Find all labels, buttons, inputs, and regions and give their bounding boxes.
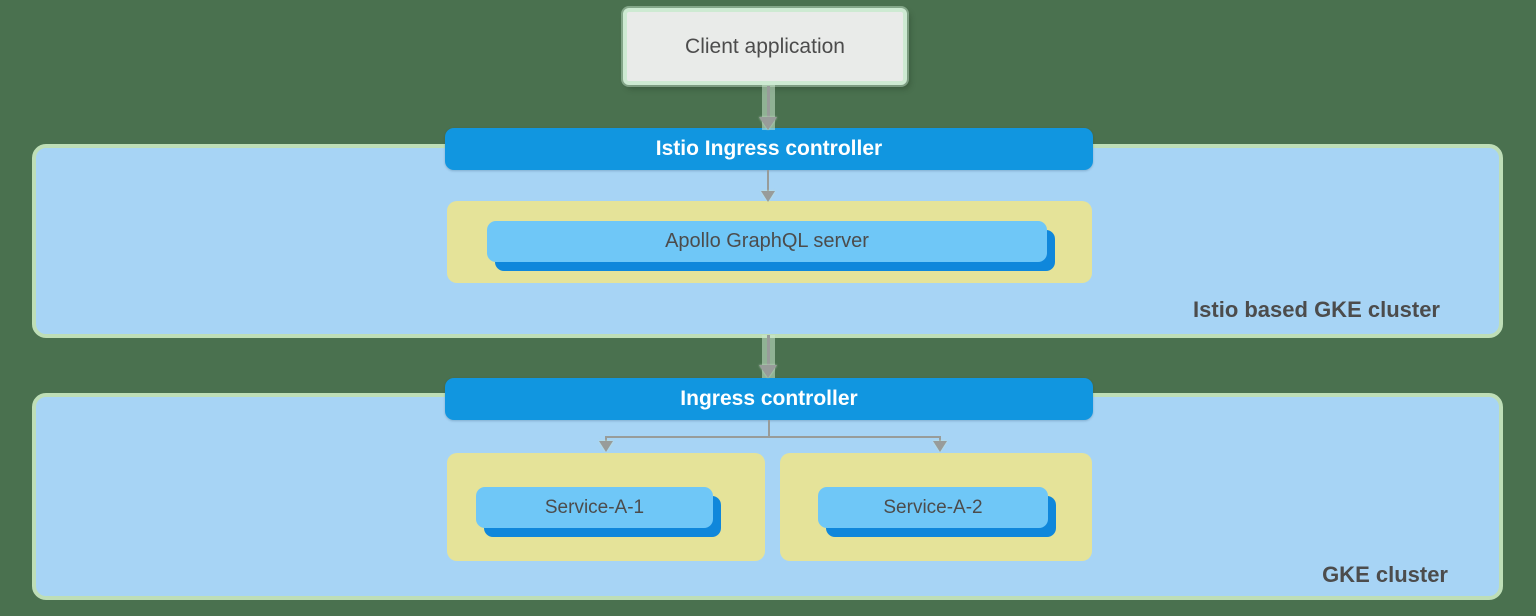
arrow-down-icon bbox=[759, 365, 777, 378]
ingress-controller-banner: Ingress controller bbox=[445, 378, 1093, 420]
arrow-down-icon bbox=[599, 441, 613, 452]
branch-left-drop bbox=[605, 436, 607, 442]
service-a-1-label: Service-A-1 bbox=[544, 496, 645, 518]
client-application-box: Client application bbox=[623, 8, 907, 85]
service-a-2-label: Service-A-2 bbox=[883, 496, 983, 518]
ingress-controller-label: Ingress controller bbox=[680, 387, 858, 410]
branch-right-drop bbox=[939, 436, 941, 442]
apollo-graphql-server-label: Apollo GraphQL server bbox=[665, 230, 869, 252]
service-a-2-box: Service-A-2 bbox=[818, 487, 1048, 528]
arrow-istio-to-apollo-shaft bbox=[767, 170, 769, 192]
istio-ingress-controller-banner: Istio Ingress controller bbox=[445, 128, 1093, 170]
service-a-1-box: Service-A-1 bbox=[476, 487, 713, 528]
client-application-label: Client application bbox=[685, 34, 845, 58]
arrow-down-icon bbox=[759, 117, 777, 130]
arrow-client-to-istio-shaft bbox=[767, 86, 770, 118]
arrow-cluster-to-ingress-shaft bbox=[767, 335, 770, 366]
arrow-down-icon bbox=[933, 441, 947, 452]
arrow-down-icon bbox=[761, 191, 775, 202]
istio-gke-cluster-label: Istio based GKE cluster bbox=[1193, 297, 1440, 322]
istio-ingress-controller-label: Istio Ingress controller bbox=[655, 137, 883, 160]
apollo-graphql-server-box: Apollo GraphQL server bbox=[487, 221, 1047, 262]
branch-stem-line bbox=[768, 420, 770, 437]
gke-cluster-label: GKE cluster bbox=[1322, 562, 1448, 587]
branch-horizontal-line bbox=[605, 436, 941, 438]
